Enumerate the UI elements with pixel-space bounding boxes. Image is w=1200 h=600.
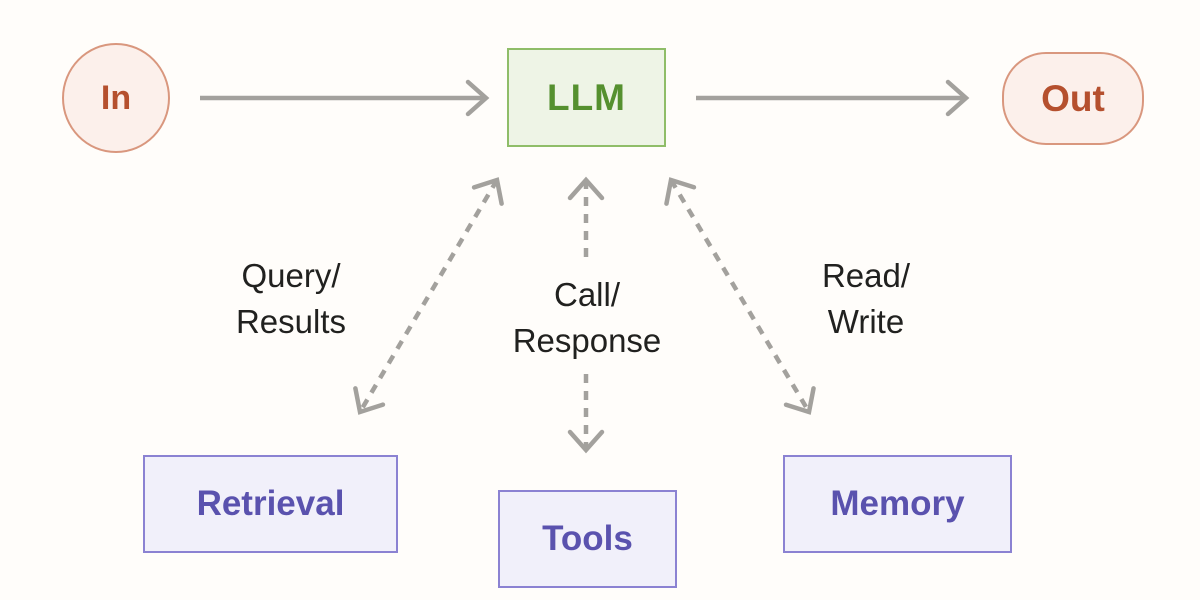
arrow-llm-memory	[664, 177, 816, 415]
edge-label-line: Query/	[241, 257, 341, 294]
node-memory: Memory	[783, 455, 1012, 553]
node-tools: Tools	[498, 490, 677, 588]
node-llm: LLM	[507, 48, 666, 147]
edge-label-line: Write	[827, 303, 905, 340]
arrow-llm-retrieval	[353, 177, 504, 415]
edge-label-line: Response	[512, 322, 662, 359]
edge-label-line: Results	[235, 303, 347, 340]
node-retrieval: Retrieval	[143, 455, 398, 553]
edge-label-line: Read/	[821, 257, 911, 294]
edge-label-read-write: Read/ Write	[751, 253, 981, 345]
edge-label-line: Call/	[553, 276, 621, 313]
edge-label-query-results: Query/ Results	[176, 253, 406, 345]
edge-label-call-response: Call/ Response	[472, 272, 702, 364]
node-in: In	[62, 43, 170, 153]
node-out: Out	[1002, 52, 1144, 145]
